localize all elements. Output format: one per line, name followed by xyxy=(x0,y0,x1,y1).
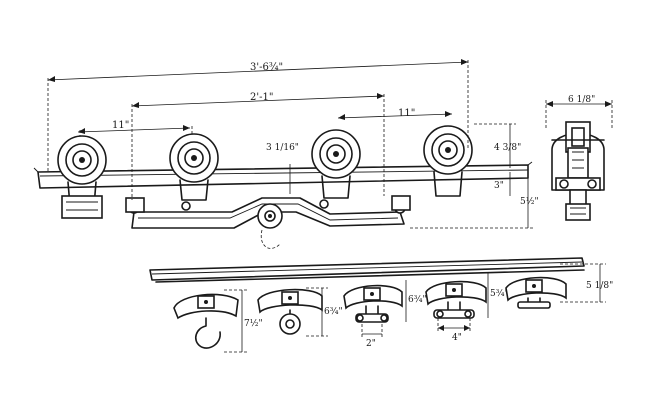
hook-drop-label: 7½" xyxy=(244,318,263,329)
eye-drop-label: 6¾" xyxy=(324,306,343,317)
end-view: 6 1/8" xyxy=(545,95,613,221)
hanger-hook: 7½" xyxy=(173,289,263,353)
dimension-total-height: 5½" xyxy=(410,172,539,229)
dimension-center-drop: 3 1/16" xyxy=(266,143,299,194)
wheel-3 xyxy=(311,129,361,199)
end-view-width-label: 6 1/8" xyxy=(568,95,595,105)
hanger-eye: 6¾" xyxy=(257,287,343,337)
dimension-left-wheel-spacing: 11" xyxy=(77,120,193,136)
plate-drop-label: 5¾" xyxy=(490,288,509,299)
dimension-wheel-height: 4 3/8" xyxy=(474,123,521,168)
inner-length-label: 2'-1" xyxy=(250,92,273,103)
equalizer-bar xyxy=(125,195,411,249)
rail-height-label: 5 1/8" xyxy=(586,281,613,291)
total-height-label: 5½" xyxy=(520,196,539,207)
hanger-plate: 4" 5¾" xyxy=(425,272,509,343)
dimension-right-wheel-spacing: 11" xyxy=(337,108,453,120)
clevis-width-label: 2" xyxy=(366,339,376,349)
rail-to-bar-label: 3" xyxy=(494,181,504,191)
wheel-4 xyxy=(423,125,473,197)
left-wheel-spacing-label: 11" xyxy=(112,120,129,131)
plate-width-label: 4" xyxy=(452,333,462,343)
hanger-clevis: 2" 6¾" xyxy=(343,280,427,349)
rail-lower xyxy=(149,257,585,283)
overall-length-label: 3'-6¾" xyxy=(250,62,283,73)
wheel-height-label: 4 3/8" xyxy=(494,143,521,153)
dimension-rail-to-bar: 3" xyxy=(494,172,511,196)
dimension-inner-length: 2'-1" xyxy=(131,92,385,200)
wheel-1 xyxy=(57,135,107,219)
clevis-drop-label: 6¾" xyxy=(408,294,427,305)
center-drop-label: 3 1/16" xyxy=(266,143,299,153)
right-wheel-spacing-label: 11" xyxy=(398,108,415,119)
wheel-2 xyxy=(169,133,219,201)
dimension-overall-length: 3'-6¾" xyxy=(47,59,469,172)
hanger-saddle: 5 1/8" xyxy=(505,263,613,309)
